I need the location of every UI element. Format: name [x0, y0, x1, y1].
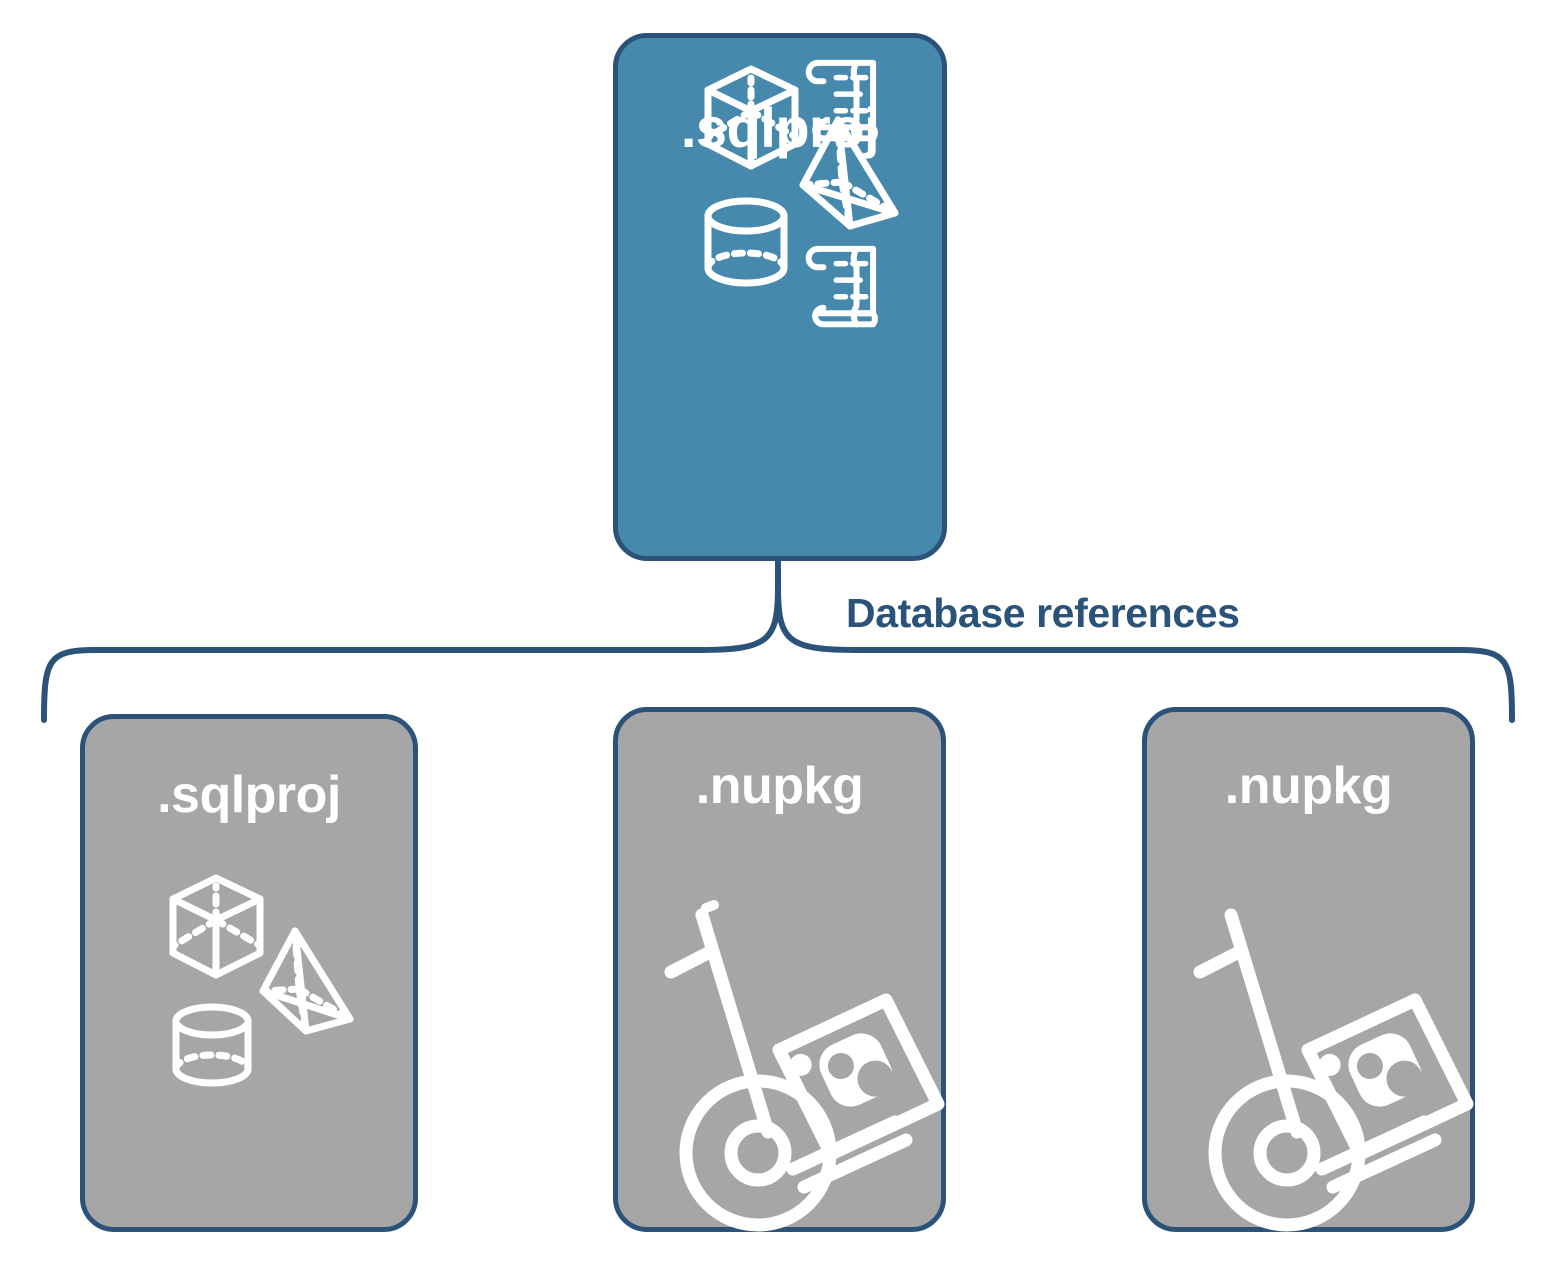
node-title-sqlproj-reference: .sqlproj	[157, 766, 341, 824]
connector-label-database-references: Database references	[846, 590, 1240, 636]
script-scroll-icon	[805, 245, 878, 328]
nuget-logo-icon	[1318, 1033, 1422, 1107]
pyramid-icon-hidden-edges	[259, 927, 354, 1035]
node-sqlproj-reference[interactable]: .sqlproj	[80, 714, 418, 1232]
cylinder-icon	[172, 1003, 252, 1087]
node-nupkg-reference-2[interactable]: .nupkg	[1142, 707, 1475, 1232]
hand-truck-package-icon	[664, 900, 945, 1232]
node-nupkg-reference-1[interactable]: .nupkg	[613, 707, 946, 1232]
node-sqlproj-parent[interactable]: .sqlproj	[613, 33, 947, 561]
node-title-sqlproj-parent: .sqlproj	[680, 96, 880, 159]
cube-icon-hidden-edges	[171, 882, 263, 949]
cube-icon	[169, 874, 264, 979]
pyramid-icon	[259, 927, 354, 1035]
cylinder-icon-hidden-edge	[704, 249, 788, 272]
nuget-logo-icon	[789, 1033, 893, 1107]
cylinder-icon-hidden-edge	[172, 1051, 252, 1073]
node-title-nupkg-reference-1: .nupkg	[695, 757, 864, 815]
cylinder-icon	[704, 197, 788, 287]
node-title-nupkg-reference-2: .nupkg	[1224, 757, 1393, 815]
hand-truck-package-icon	[1193, 908, 1474, 1232]
